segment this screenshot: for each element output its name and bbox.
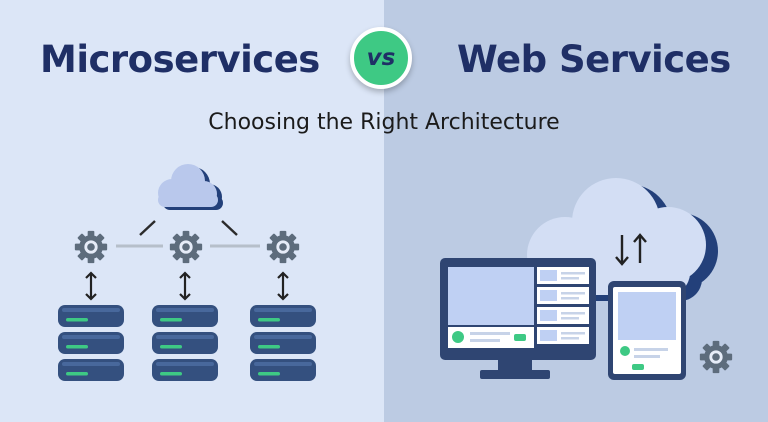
up-down-arrows-icon (615, 233, 647, 266)
web-services-title: Web Services (457, 38, 731, 81)
vs-label: vs (366, 45, 396, 71)
cloud-icon (158, 164, 223, 210)
gear-icon (74, 230, 108, 264)
gear-icon (169, 230, 203, 264)
connector-lines (116, 220, 260, 248)
tablet-icon (608, 281, 686, 380)
database-icon (250, 305, 316, 381)
up-down-arrows-icon (85, 271, 289, 301)
monitor-icon (440, 258, 596, 379)
gear-icon (699, 340, 733, 374)
microservices-title: Microservices (40, 38, 320, 81)
gear-icon (266, 230, 300, 264)
vs-badge: vs (350, 27, 412, 89)
database-icon (152, 305, 218, 381)
database-icon (58, 305, 124, 381)
subtitle: Choosing the Right Architecture (208, 110, 560, 135)
